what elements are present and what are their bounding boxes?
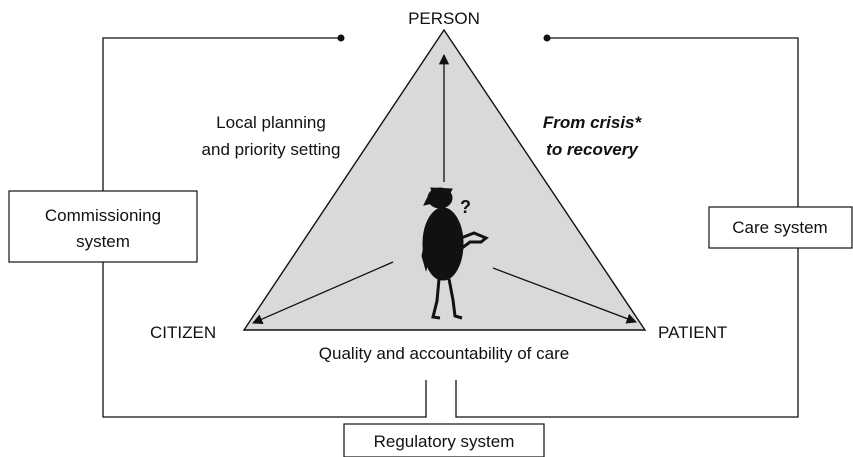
question-mark: ? (460, 197, 471, 217)
care-system-box: Care system (708, 206, 853, 249)
connector-dot-right (543, 34, 551, 42)
quality-accountability-label: Quality and accountability of care (319, 344, 569, 363)
local-planning-line2: and priority setting (202, 140, 341, 159)
regulatory-system-box: Regulatory system (343, 423, 545, 457)
commissioning-system-box: Commissioning system (8, 190, 198, 263)
commissioning-line1: Commissioning (45, 206, 161, 225)
from-crisis-line2: to recovery (546, 140, 639, 159)
regulatory-system-label: Regulatory system (374, 432, 515, 451)
vertex-patient: PATIENT (658, 323, 727, 342)
outer-frame (102, 34, 799, 418)
arrow-to-patient (492, 267, 637, 324)
arrow-to-citizen (252, 261, 394, 325)
person-figure-icon (421, 187, 489, 320)
local-planning-line1: Local planning (216, 113, 326, 132)
connector-dot-left (337, 34, 345, 42)
vertex-person: PERSON (408, 9, 480, 28)
care-system-label: Care system (732, 218, 827, 237)
commissioning-line2: system (76, 232, 130, 251)
from-crisis-line1: From crisis* (543, 113, 643, 132)
vertex-citizen: CITIZEN (150, 323, 216, 342)
